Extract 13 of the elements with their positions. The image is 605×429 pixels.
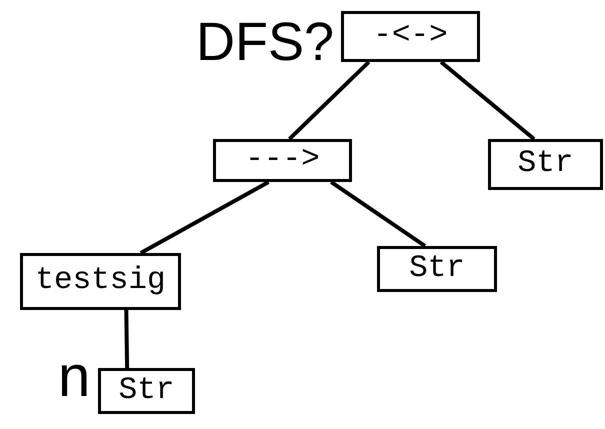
connector-line xyxy=(330,180,426,248)
tree-node-box: Str xyxy=(98,368,195,414)
connector-line xyxy=(288,60,370,140)
tree-node-box: ---> xyxy=(213,139,352,182)
connector-line xyxy=(140,180,270,255)
tree-node-box: testsig xyxy=(20,253,181,310)
heading-text: n xyxy=(58,345,90,409)
connector-line xyxy=(440,60,536,141)
heading-text: DFS? xyxy=(196,11,334,74)
connector-line xyxy=(124,310,130,368)
tree-node-box: -<-> xyxy=(341,11,480,62)
tree-node-box: Str xyxy=(488,139,603,190)
tree-node-box: Str xyxy=(377,246,497,292)
